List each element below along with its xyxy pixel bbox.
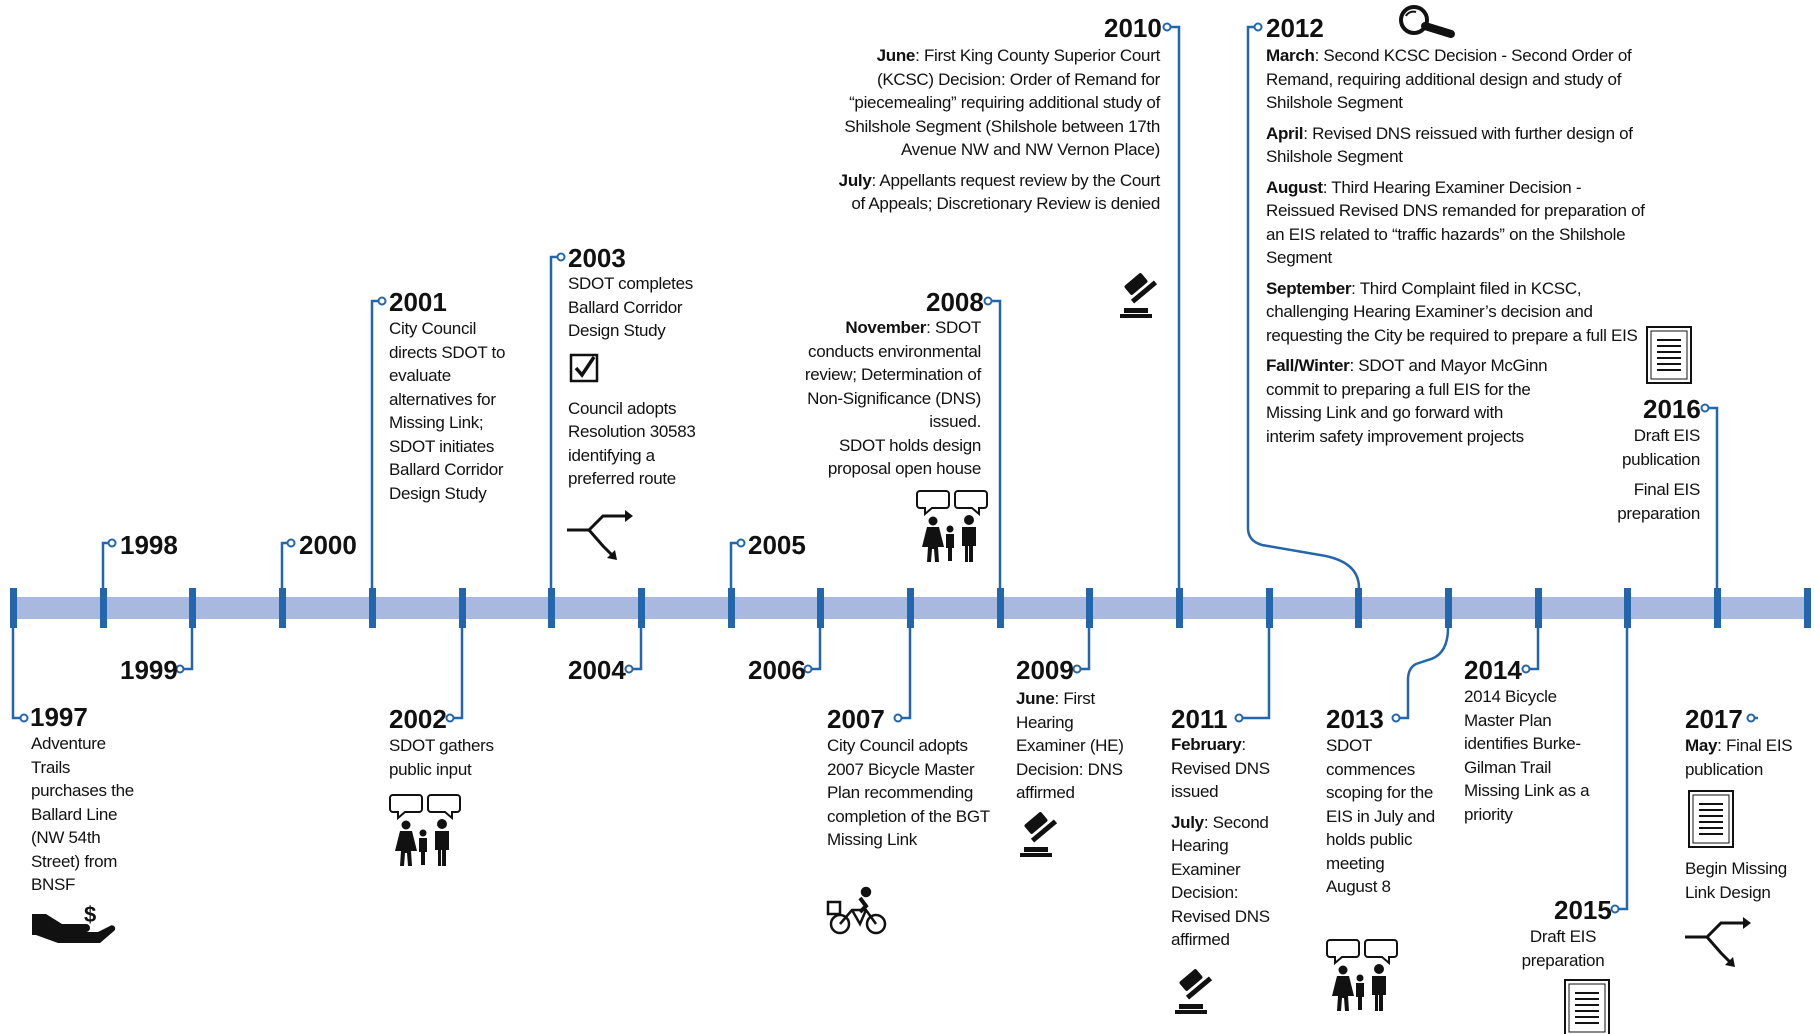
event-2003-design-study: SDOT completes Ballard Corridor Design S… — [568, 274, 693, 340]
event-2017: May: Final EIS publication Begin Missing… — [1685, 734, 1810, 904]
event-2010-july: July: Appellants request review by the C… — [838, 170, 1161, 214]
document-icon — [1564, 979, 1610, 1034]
year-2000: 2000 — [299, 530, 357, 560]
event-2012-april: April: Revised DNS reissued with further… — [1266, 123, 1633, 167]
svg-text:$: $ — [84, 902, 96, 927]
people-talking-icon — [1326, 939, 1398, 1012]
year-2017: 2017 — [1685, 704, 1743, 734]
event-2013: SDOT commences scoping for the EIS in Ju… — [1326, 734, 1436, 899]
year-2008: 2008 — [926, 287, 984, 317]
event-2016-draft-publication: Draft EIS publication — [1622, 426, 1700, 469]
event-1997-text: Adventure Trails purchases the Ballard L… — [31, 734, 134, 894]
event-2002-text: SDOT gathers public input — [389, 736, 494, 779]
event-2011-february: February: Revised DNS issued — [1171, 735, 1270, 801]
event-2014-text: 2014 Bicycle Master Plan identifies Burk… — [1464, 687, 1590, 824]
event-2017-may: May: Final EIS publication — [1685, 736, 1793, 779]
event-2016-final-preparation: Final EIS preparation — [1617, 480, 1700, 523]
year-2009: 2009 — [1016, 655, 1074, 685]
year-2012: 2012 — [1266, 13, 1324, 43]
people-talking-icon — [916, 490, 988, 563]
leader-end-dots — [19, 22, 1756, 914]
event-2008-open-house: SDOT holds design proposal open house — [827, 435, 981, 479]
year-2001: 2001 — [389, 287, 447, 317]
event-2011: February: Revised DNS issued July: Secon… — [1171, 733, 1279, 959]
event-2010-june: June: First King County Superior Court (… — [844, 46, 1160, 159]
event-2009-label: June — [1016, 689, 1055, 708]
year-2015: 2015 — [1554, 895, 1612, 925]
people-talking-icon — [389, 794, 461, 867]
year-1999: 1999 — [120, 655, 178, 685]
event-2012-august: August: Third Hearing Examiner Decision … — [1266, 177, 1645, 268]
event-2011-july: July: Second Hearing Examiner Decision: … — [1171, 812, 1270, 950]
gavel-icon — [1120, 272, 1158, 318]
event-2015-text: Draft EIS preparation — [1521, 927, 1605, 970]
route-split-icon — [1683, 915, 1753, 969]
route-split-icon — [565, 508, 635, 562]
year-2004: 2004 — [568, 655, 626, 685]
event-2016: Draft EIS publication Final EIS preparat… — [1590, 424, 1700, 532]
event-2009: June: First Hearing Examiner (HE) Decisi… — [1016, 687, 1136, 805]
gavel-icon — [1175, 968, 1213, 1014]
year-2005: 2005 — [748, 530, 806, 560]
event-2003: SDOT completes Ballard Corridor Design S… — [568, 272, 718, 491]
year-2014: 2014 — [1464, 655, 1522, 685]
event-2001: City Council directs SDOT to evaluate al… — [389, 317, 524, 505]
year-2016: 2016 — [1643, 394, 1701, 424]
event-1997: Adventure Trails purchases the Ballard L… — [31, 732, 149, 897]
event-2007-text: City Council adopts 2007 Bicycle Master … — [827, 736, 990, 849]
year-ticks — [10, 588, 1811, 628]
year-2010: 2010 — [1104, 13, 1162, 43]
event-2009-text: : First Hearing Examiner (HE) Decision: … — [1016, 689, 1124, 802]
event-2017-begin-design: Begin Missing Link Design — [1685, 859, 1787, 902]
money-hand-icon: $ — [32, 902, 116, 943]
magnifier-icon — [1399, 5, 1455, 38]
event-2014: 2014 Bicycle Master Plan identifies Burk… — [1464, 685, 1599, 826]
event-2001-text: City Council directs SDOT to evaluate al… — [389, 319, 506, 503]
event-2012-fall-winter: Fall/Winter: SDOT and Mayor McGinn commi… — [1266, 356, 1548, 446]
event-2012: March: Second KCSC Decision - Second Ord… — [1266, 44, 1648, 455]
year-2002: 2002 — [389, 704, 447, 734]
year-1998: 1998 — [120, 530, 178, 560]
event-2012-september: September: Third Complaint filed in KCSC… — [1266, 278, 1638, 345]
event-2012-march: March: Second KCSC Decision - Second Ord… — [1266, 46, 1632, 112]
year-2006: 2006 — [748, 655, 806, 685]
event-2015: Draft EIS preparation — [1508, 925, 1618, 972]
event-2008: November: SDOT conducts environmental re… — [800, 316, 981, 481]
event-2008-november: November: SDOT conducts environmental re… — [804, 318, 981, 431]
event-2007: City Council adopts 2007 Bicycle Master … — [827, 734, 997, 852]
event-2013-text: SDOT commences scoping for the EIS in Ju… — [1326, 736, 1435, 896]
year-2013: 2013 — [1326, 704, 1384, 734]
year-2007: 2007 — [827, 704, 885, 734]
event-2002: SDOT gathers public input — [389, 734, 519, 781]
year-2011: 2011 — [1171, 704, 1228, 734]
year-2003: 2003 — [568, 243, 626, 273]
event-2010: June: First King County Superior Court (… — [836, 44, 1161, 223]
checkmark-icon — [569, 353, 599, 383]
gavel-icon — [1020, 811, 1058, 857]
bicycle-icon — [826, 886, 887, 935]
document-icon — [1646, 326, 1692, 384]
year-1997: 1997 — [30, 702, 88, 732]
event-2003-resolution: Council adopts Resolution 30583 identify… — [568, 398, 696, 489]
